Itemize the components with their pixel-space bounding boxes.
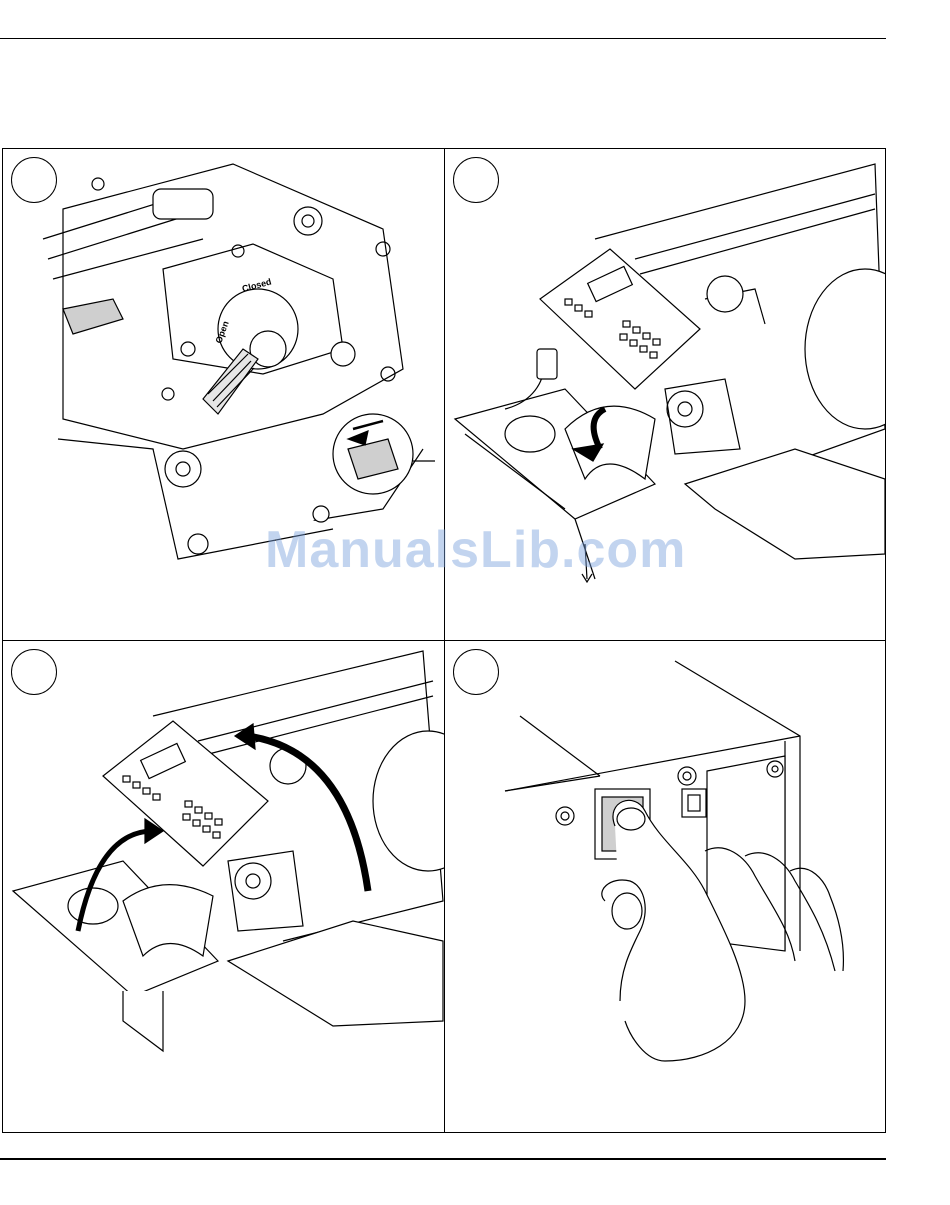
watermark: ManualsLib.com <box>265 520 686 580</box>
footer-rule <box>0 1158 886 1160</box>
step-4-panel <box>445 641 885 1132</box>
step-3-panel <box>3 641 445 1132</box>
step-3-illustration <box>3 641 445 1132</box>
header-rule <box>0 38 886 39</box>
step-4-illustration <box>445 641 885 1132</box>
